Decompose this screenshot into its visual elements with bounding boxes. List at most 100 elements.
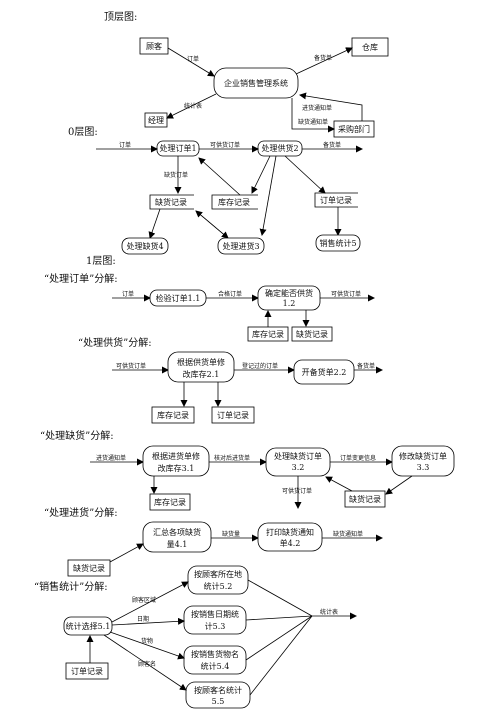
s3-flow-in-label: 进货通知单: [96, 454, 126, 462]
s3-process-2-label-b: 3.2: [292, 463, 305, 472]
s2-process-2: [293, 359, 355, 385]
s3-process-3-label-b: 3.3: [417, 463, 430, 472]
s5-flow-region: [111, 581, 189, 623]
l0-store-order: [314, 192, 358, 208]
s1-flow-in-label: 订单: [122, 290, 134, 298]
s4-process-2-label-a: 打印缺货通知: [266, 527, 314, 537]
l0-store-stock: [211, 194, 258, 210]
l0-flow-stock-to-p1: [198, 157, 241, 196]
s3-flow-p3-to-short: [385, 475, 413, 495]
s4-process-2-label-b: 单4.2: [280, 538, 301, 548]
s5-flow-date-label: 日期: [137, 615, 149, 623]
s4-process-1-label-b: 量4.1: [167, 540, 188, 549]
heading-s5: “销售统计”分解:: [34, 580, 108, 593]
s5-line-p5-out: [249, 615, 313, 696]
l0-flow-short-order-label: 缺货订单: [164, 171, 188, 179]
l0-store-shortage: [149, 194, 194, 210]
flow-order-arrow: [167, 47, 215, 77]
s3-process-1-label-b: 改库存3.1: [158, 463, 195, 473]
s5-line-p2-out: [247, 579, 313, 617]
s5-store-order: [65, 662, 109, 680]
s2-store-order-label: 订单记录: [217, 410, 249, 420]
heading-level0: 0层图:: [68, 126, 98, 138]
s4-process-1: [142, 521, 212, 553]
l0-flow-order-label: 订单: [119, 141, 131, 149]
s3-process-3: [391, 445, 455, 477]
s5-flow-region-label: 顾客区域: [132, 596, 156, 604]
s3-process-3-label-a: 修改缺货订单: [399, 451, 447, 461]
s3-store-stock-label: 库存记录: [154, 497, 186, 507]
s2-process-1-label-a: 根据供货单修: [177, 357, 225, 367]
s1-flow-ok-label: 合格订单: [218, 290, 242, 298]
process-system-label: 企业销售管理系统: [224, 78, 288, 88]
heading-top: 顶层图:: [104, 11, 137, 23]
heading-level1: 1层图:: [86, 255, 116, 267]
s3-store-shortage: [344, 490, 386, 508]
s5-process-4-label-a: 按销售货物名: [191, 649, 239, 659]
s3-process-2-label-a: 处理缺货订单: [274, 451, 322, 461]
flow-stats-label: 统计表: [184, 102, 202, 110]
l0-process-4-label: 处理缺货4: [126, 241, 163, 251]
s1-store-stock-label: 库存记录: [252, 329, 284, 339]
s5-flow-goods: [109, 631, 185, 660]
s4-flow-out-label: 缺货通知单: [333, 530, 363, 538]
heading-s1: “处理订单”分解:: [44, 272, 118, 285]
s1-process-2-label-a: 确定能否供货: [265, 288, 313, 298]
flow-order-label: 订单: [187, 55, 199, 63]
l0-store-order-label: 订单记录: [320, 195, 352, 205]
s5-process-2-label-a: 按顾客所在地: [194, 569, 242, 579]
entity-manager: [144, 112, 168, 128]
s5-process-3-label-b: 计5.3: [205, 621, 226, 631]
s5-process-5-label-a: 按顾客名统计: [194, 685, 242, 695]
l0-process-3: [217, 237, 265, 255]
s4-flow-short-to-p1: [109, 543, 144, 563]
s2-process-1: [167, 351, 235, 383]
entity-warehouse: [351, 37, 389, 57]
s2-process-2-label: 开备货单2.2: [302, 367, 347, 377]
s5-process-5-label-b: 5.5: [212, 697, 225, 706]
s5-flow-goods-label: 货物: [141, 637, 153, 645]
s5-flow-out-label: 统计表: [320, 608, 338, 616]
process-system: [213, 67, 299, 99]
s1-store-shortage: [291, 326, 333, 342]
s4-process-1-label-a: 汇总各项缺货: [153, 527, 201, 537]
entity-warehouse-label: 仓库: [362, 42, 378, 52]
s1-process-2-label-b: 1.2: [283, 299, 296, 308]
s4-store-shortage: [67, 559, 111, 577]
flow-ship-label: 备货单: [314, 54, 332, 62]
entity-purchasing-label: 采购部门: [338, 124, 370, 134]
s5-process-2-label-b: 统计5.2: [204, 581, 233, 591]
s5-process-1-label: 统计选择5.1: [66, 621, 111, 631]
s5-line-p4-out: [245, 615, 313, 661]
s5-line-p3-out: [245, 615, 313, 621]
flow-arrival-arrow: [299, 92, 363, 121]
s5-process-4-label-b: 统计5.4: [201, 661, 230, 671]
s2-flow-mid-label: 登记过的订单: [242, 362, 278, 370]
s5-flow-name: [103, 634, 187, 691]
flow-shortage-arrow: [291, 98, 335, 133]
flow-shortage-label: 缺货通知单: [298, 118, 328, 126]
l0-process-2-label: 处理供货2: [261, 143, 298, 153]
s5-flow-name-label: 顾客名: [138, 660, 156, 668]
l0-flow-short-to-p4: [148, 208, 161, 239]
s5-flow-date: [111, 617, 185, 626]
flow-ship-arrow: [295, 47, 353, 75]
s3-flow-change-label: 订单变更信息: [340, 454, 376, 462]
s4-process-2: [257, 522, 323, 552]
l0-store-stock-label: 库存记录: [218, 197, 250, 207]
l0-process-3-label: 处理进货3: [222, 241, 259, 251]
entity-customer: [139, 37, 169, 55]
s3-process-1-label-a: 根据进货单修: [152, 451, 200, 461]
s2-store-stock-label: 库存记录: [157, 410, 189, 420]
heading-s2: “处理供货”分解:: [78, 336, 152, 349]
s5-process-3-label-a: 按销售日期统: [191, 609, 239, 619]
heading-s3: “处理缺货”分解:: [40, 429, 114, 442]
l0-flow-p2-to-p3: [259, 155, 277, 236]
l0-flow-valid-label: 可供货订单: [210, 141, 240, 149]
s5-store-order-label: 订单记录: [71, 666, 103, 676]
s1-store-shortage-label: 缺货记录: [296, 329, 328, 339]
s2-flow-in-label: 可供货订单: [116, 362, 146, 370]
s4-store-shortage-label: 缺货记录: [73, 563, 105, 573]
entity-manager-label: 经理: [148, 115, 164, 125]
s3-flow-short-to-p2: [325, 476, 353, 492]
